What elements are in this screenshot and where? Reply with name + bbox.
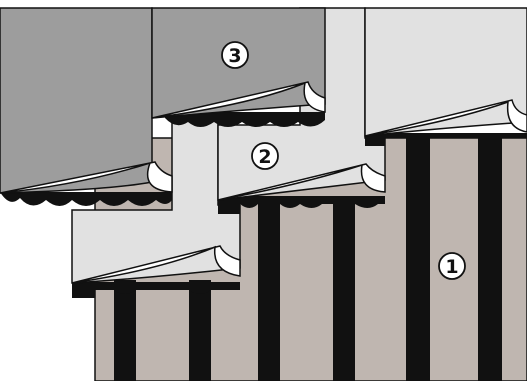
wall-stripe bbox=[406, 136, 430, 381]
wall-stripe bbox=[114, 280, 136, 381]
marker-3-label: 3 bbox=[228, 45, 241, 67]
marker-3: 3 bbox=[222, 42, 248, 68]
wall-stripe bbox=[189, 280, 211, 381]
marker-1-label: 1 bbox=[445, 256, 458, 278]
wall-stripe bbox=[258, 196, 280, 381]
marker-2-label: 2 bbox=[258, 146, 271, 168]
wall-stripe bbox=[478, 136, 502, 381]
marker-2: 2 bbox=[252, 143, 278, 169]
wall-stripe bbox=[333, 196, 355, 381]
paper-sheet bbox=[0, 8, 152, 193]
marker-1: 1 bbox=[439, 253, 465, 279]
